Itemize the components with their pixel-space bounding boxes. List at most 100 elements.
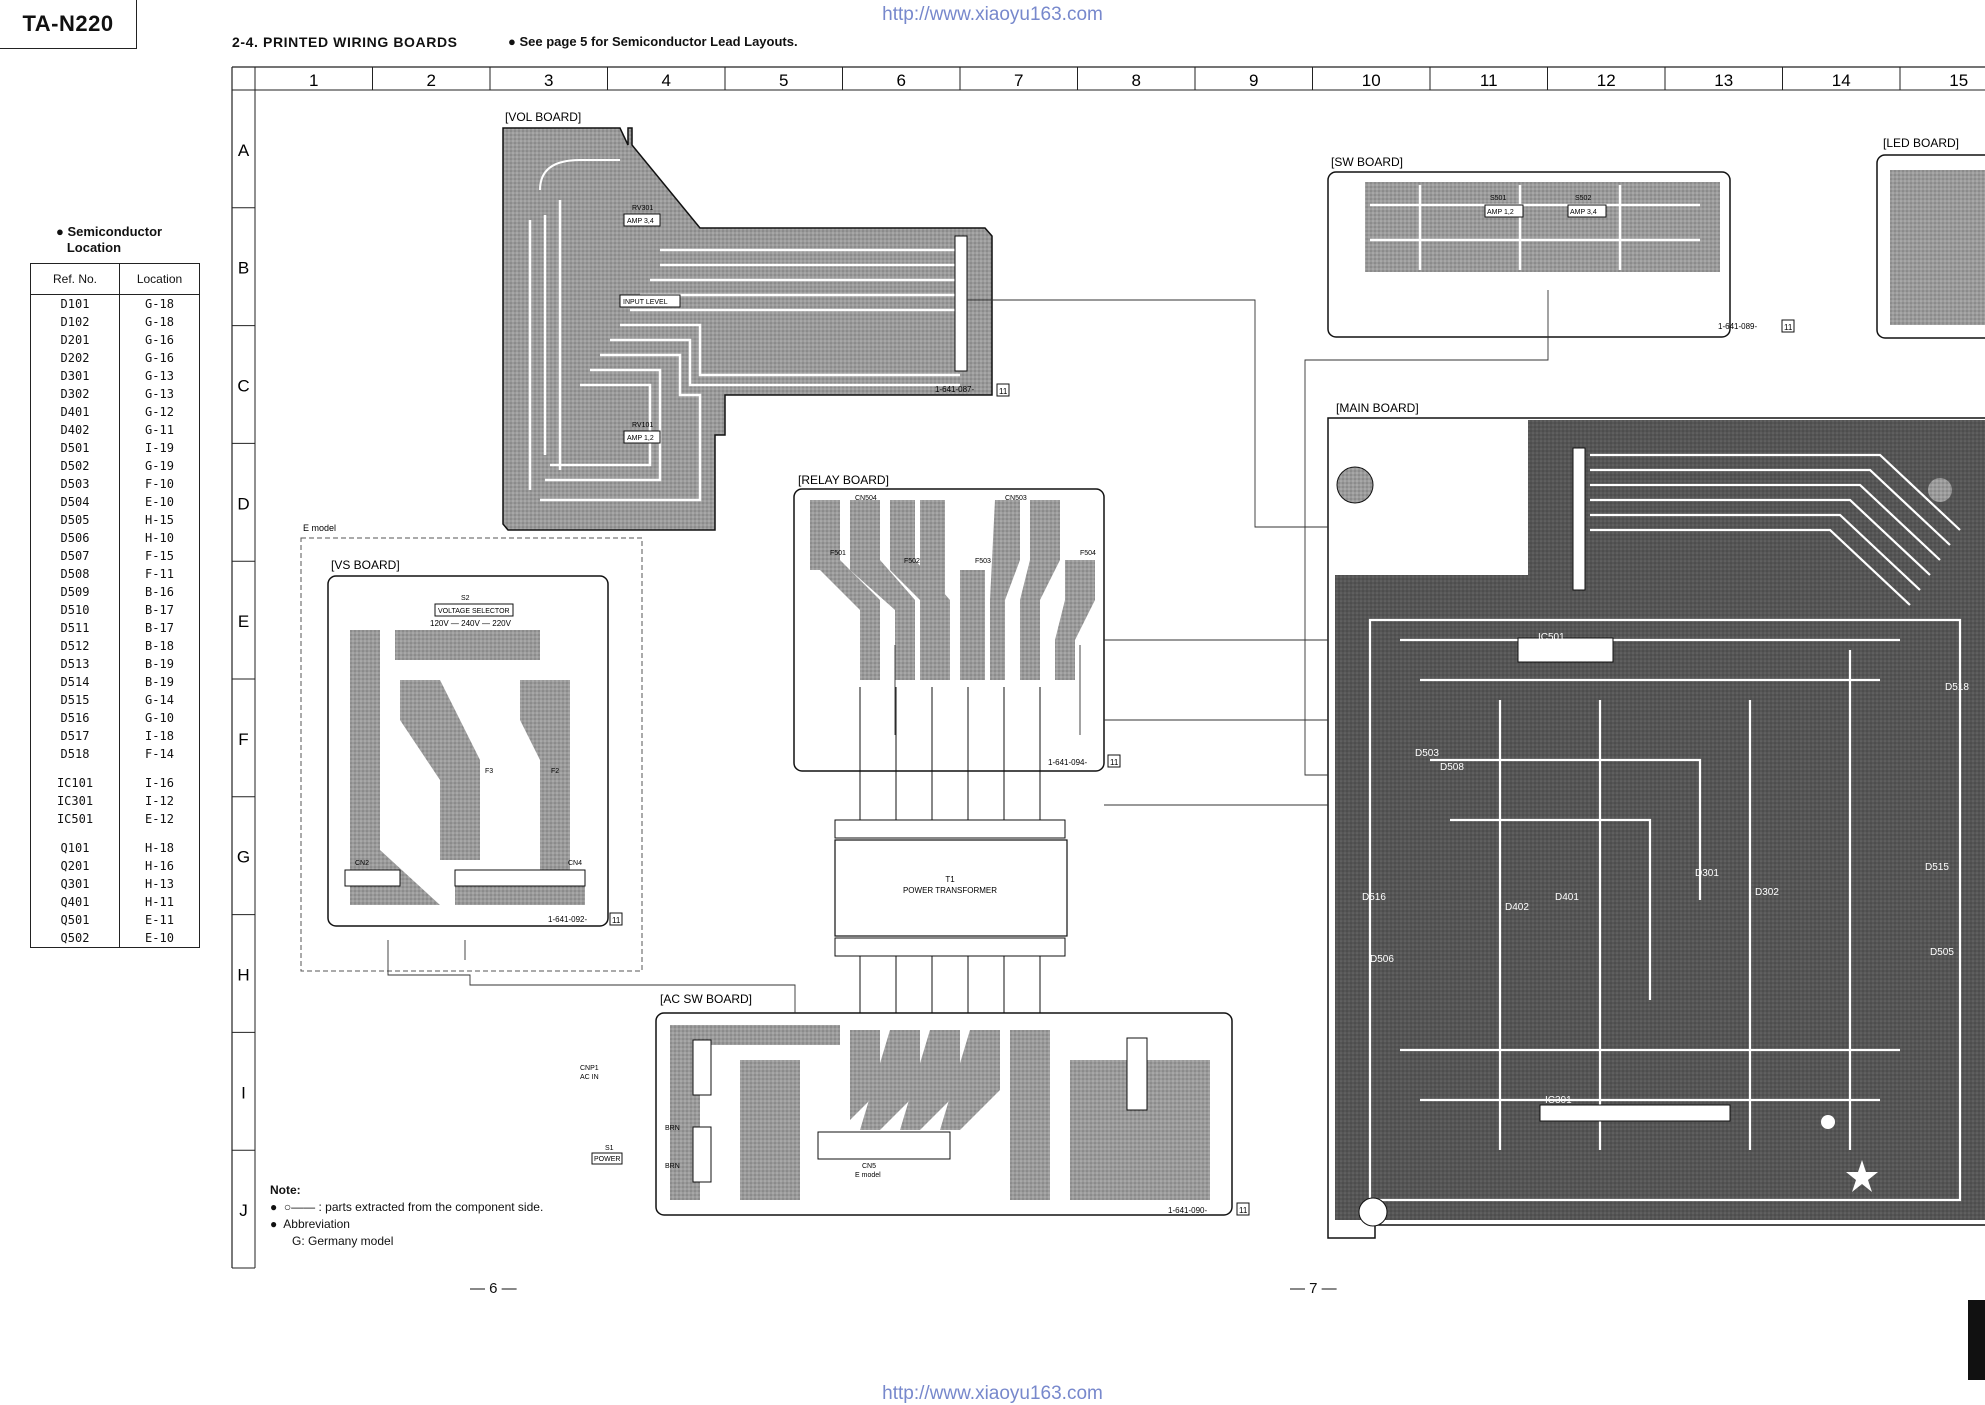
voltage-values-label: 120V — 240V — 220V [430,619,512,628]
table-cell-ref: Q502 [30,929,120,948]
table-cell-location: H-18 [145,841,174,855]
table-cell-ref: D504 [30,493,120,511]
table-cell-location: F-10 [145,477,174,491]
cn2-label: CN2 [355,860,369,867]
table-cell-location: F-11 [145,567,174,581]
grid-column-label: 9 [1249,71,1258,90]
source-url-top[interactable]: http://www.xiaoyu163.com [882,4,1103,25]
table-cell-location: B-16 [145,585,174,599]
semiconductor-title-line2: Location [66,240,122,255]
f2-label: F2 [551,768,559,775]
grid-column-label: 3 [544,71,553,90]
table-cell-location: H-16 [145,859,174,873]
page-edge-mark [1968,1300,1985,1380]
f504-label: F504 [1080,550,1096,557]
cn5-e-model-label: E model [855,1172,881,1179]
table-cell-ref: IC101 [30,774,120,792]
ac-in-label: AC IN [580,1074,599,1081]
d516-label: D516 [1362,892,1386,903]
grid-row-label: A [238,141,250,160]
d508-label: D508 [1440,762,1464,773]
table-cell-location: G-18 [145,315,174,329]
ac-sw-board-rev: 11 [1239,1206,1248,1215]
grid-row-label: G [237,848,250,867]
table-cell-ref: Q501 [30,911,120,929]
vs-board: E model [VS BOARD] S2 VOLTAGE SELECTOR 1… [300,523,643,972]
table-cell-location: G-13 [145,387,174,401]
ac-sw-board-part-number: 1-641-090- [1168,1206,1207,1215]
section-title: 2-4. PRINTED WIRING BOARDS [232,34,458,50]
vs-board-rev: 11 [612,916,621,925]
power-transformer: T1 POWER TRANSFORMER [834,687,1068,1020]
table-cell-location: I-12 [145,794,174,808]
s1-label: S1 [605,1145,614,1152]
note-heading: Note: [270,1183,301,1197]
source-url-bottom[interactable]: http://www.xiaoyu163.com [882,1383,1103,1404]
table-cell-ref: Q101 [30,839,120,857]
table-cell-ref: D511 [30,619,120,637]
grid-column-label: 1 [309,71,318,90]
grid-column-label: 4 [662,71,671,90]
table-cell-location: G-13 [145,369,174,383]
sw-amp34-label: AMP 3,4 [1570,209,1597,216]
table-cell-location: H-10 [145,531,174,545]
d503-label: D503 [1415,748,1439,759]
table-cell-ref: D512 [30,637,120,655]
ac-sw-board: [AC SW BOARD] CN5 E model CNP1 AC IN S1 … [580,992,1250,1216]
vs-board-title: [VS BOARD] [331,558,400,572]
grid-column-label: 5 [779,71,788,90]
table-row [30,763,200,774]
table-cell-ref: D402 [30,421,120,439]
f503-label: F503 [975,558,991,565]
f502-label: F502 [904,558,920,565]
s501-label: S501 [1490,195,1506,202]
f501-label: F501 [830,550,846,557]
grid-column-label: 8 [1132,71,1141,90]
sw-amp12-label: AMP 1,2 [1487,209,1514,216]
table-row: Q101 H-18 [30,839,200,857]
relay-board-title: [RELAY BOARD] [798,473,889,487]
table-cell-ref: D503 [30,475,120,493]
table-cell-location: H-11 [145,895,174,909]
grid-row-label: J [239,1201,248,1220]
table-cell-location: G-14 [145,693,174,707]
interconnect-wires [387,290,1549,1013]
semiconductor-title-line1: Semiconductor [67,224,163,239]
main-board-title: [MAIN BOARD] [1336,401,1419,415]
section-note: ● See page 5 for Semiconductor Lead Layo… [508,34,798,49]
d518-label: D518 [1945,682,1969,693]
table-cell-ref: D517 [30,727,120,745]
sw-board-title: [SW BOARD] [1331,155,1403,169]
table-cell-ref: D508 [30,565,120,583]
table-cell-ref: D202 [30,349,120,367]
grid-row-label: E [238,612,249,631]
grid-column-label: 10 [1362,71,1381,90]
s2-label: S2 [461,595,470,602]
grid-row-label: I [241,1083,246,1102]
table-cell-ref: D502 [30,457,120,475]
grid-row-label: H [237,966,249,985]
d401-label: D401 [1555,892,1579,903]
f3-label: F3 [485,768,493,775]
d505-label: D505 [1930,947,1954,958]
table-cell-location: E-11 [145,913,174,927]
vol-board-part-number: 1-641-087- [935,385,974,394]
table-cell-location: F-15 [145,549,174,563]
vs-board-part-number: 1-641-092- [548,915,587,924]
note-line-2-text: Abbreviation [283,1217,350,1231]
note-line-1: ● ○—— : parts extracted from the compone… [270,1200,544,1214]
relay-board-rev: 11 [1110,758,1119,767]
table-header-ref: Ref. No. [30,263,120,295]
